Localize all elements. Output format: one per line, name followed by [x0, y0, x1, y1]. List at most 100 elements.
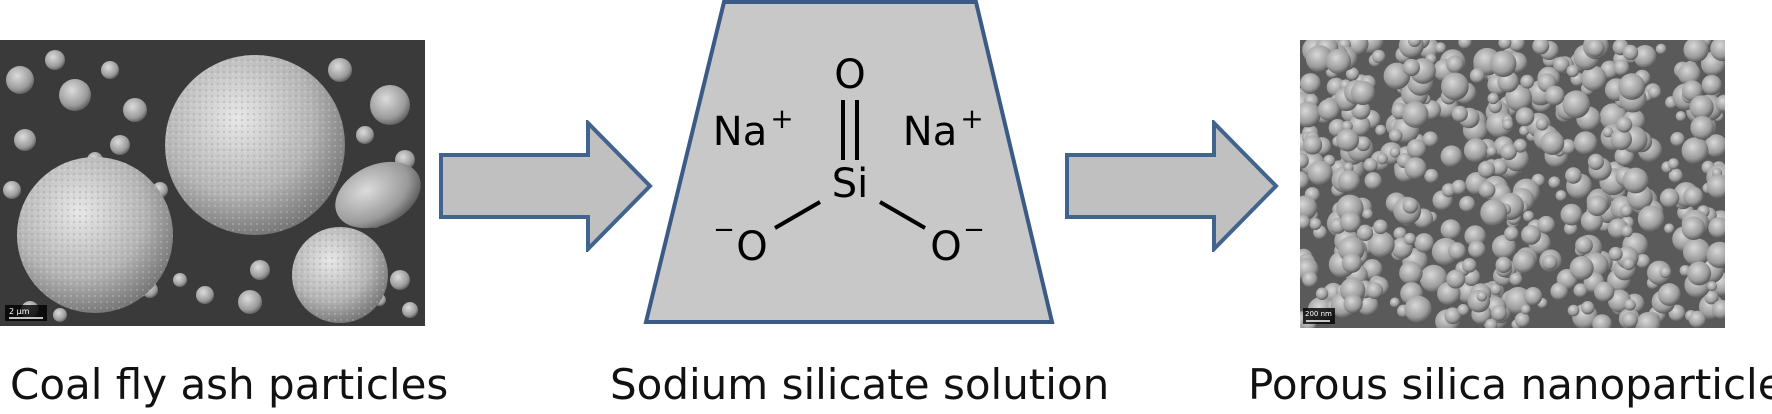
nanoparticle-grain — [1345, 67, 1360, 81]
nanoparticle-grain — [1495, 256, 1512, 273]
nanoparticle-grain — [1537, 215, 1555, 234]
nanoparticle-grain — [1514, 312, 1530, 328]
nanoparticle-grain — [1448, 242, 1466, 260]
nanoparticle-grain — [1462, 258, 1477, 273]
nanoparticle-grain — [1489, 283, 1502, 296]
nanoparticle-grain — [1476, 290, 1488, 302]
nanoparticle-grain — [1364, 172, 1382, 190]
nanoparticle-grain — [1613, 59, 1630, 76]
nanoparticle-grain — [1681, 216, 1706, 240]
nanoparticle-grain — [1515, 107, 1535, 127]
nanoparticle-grain — [1667, 158, 1680, 170]
nanoparticle-grain — [1356, 224, 1374, 241]
nanoparticle-grain — [1422, 131, 1439, 147]
nanoparticle-grain — [1540, 131, 1565, 155]
oxygen-right-charge: − — [963, 215, 985, 245]
nanoparticle-grain — [1389, 147, 1401, 158]
nanoparticle-grain — [1315, 287, 1329, 300]
nanoparticle-grain — [1469, 68, 1485, 84]
nanoparticle-grain — [1708, 217, 1725, 239]
nanoparticle-grain — [1355, 136, 1371, 152]
nanoparticle-grain — [1622, 257, 1635, 271]
nanoparticle-grain — [1407, 40, 1421, 47]
nanoparticle-grain — [1704, 134, 1725, 158]
nanoparticle-grain — [1707, 281, 1717, 292]
nanoparticle-grain — [1480, 199, 1508, 227]
nanoparticle-grain — [1548, 176, 1561, 189]
nanoparticle-grain — [1300, 215, 1311, 230]
fly-ash-sem-image: 2 µm — [0, 40, 425, 326]
nanoparticle-grain — [1648, 85, 1661, 99]
caption-fly-ash: Coal fly ash particles — [10, 360, 449, 409]
nanoparticle-grain — [1602, 126, 1614, 138]
nanoparticle-grain — [1586, 195, 1608, 217]
nanoparticle-grain — [1350, 80, 1375, 105]
nanoparticle-grain — [1302, 271, 1318, 288]
nanoparticle-grain — [1300, 73, 1321, 94]
nanoparticle-grain — [1402, 197, 1419, 214]
sodium-right-charge: + — [960, 102, 983, 135]
oxygen-left-label: O — [736, 224, 767, 270]
nanoparticle-grain — [1440, 219, 1461, 240]
nanoparticle-grain — [1659, 188, 1680, 208]
nanoparticle-grain — [1553, 56, 1570, 73]
nanoparticle-grain — [1508, 40, 1525, 52]
nanoparticle-grain — [1478, 181, 1496, 199]
nanoparticle-grain — [1341, 252, 1362, 273]
nanoparticle-grain — [1389, 297, 1400, 308]
nanoparticle-grain — [1512, 250, 1536, 274]
nanoparticle-grain — [1520, 74, 1535, 89]
nanoparticle-grain — [1446, 55, 1464, 74]
nanoparticle-grain — [1620, 225, 1633, 238]
nanoparticle-grain — [1513, 138, 1528, 153]
nanoparticle-grain — [1610, 128, 1632, 151]
nanoparticle-grain — [1389, 128, 1403, 143]
nanoparticle-grain — [1317, 98, 1340, 121]
nanoparticle-grain — [1307, 160, 1333, 186]
nanoparticle-grain — [1498, 40, 1512, 50]
nanoparticle-grain — [1444, 307, 1462, 325]
nanoparticle-grain — [1424, 168, 1439, 184]
nanoparticle-grain — [1535, 117, 1549, 131]
nanoparticle-grain — [1624, 299, 1636, 311]
nanoparticle-grain — [1715, 94, 1725, 113]
nanoparticle-grain — [1343, 294, 1363, 314]
nanoparticle-grain — [1523, 287, 1543, 306]
silicon-label: Si — [832, 161, 869, 207]
nanoparticle-grain — [1300, 195, 1318, 221]
nanoparticle-grain — [1490, 50, 1517, 77]
nanoparticle-grain — [1683, 238, 1711, 266]
nanoparticle-grain — [1710, 40, 1725, 62]
oxygen-top-label: O — [834, 52, 865, 98]
process-arrow-1 — [439, 120, 653, 252]
oxygen-right-label: O — [930, 224, 961, 270]
nanoparticle-grain — [1491, 305, 1507, 322]
nanoparticle-grain — [1362, 208, 1373, 220]
nanoparticle-grain — [1404, 295, 1432, 323]
nanoparticle-grain — [1504, 226, 1519, 241]
caption-porous-silica: Porous silica nanoparticles — [1248, 360, 1772, 409]
nanoparticle-grain — [1363, 158, 1378, 172]
nanoparticle-grain — [1446, 269, 1466, 289]
nanoparticle-grain — [1587, 153, 1604, 170]
nanoparticle-grain — [1689, 95, 1714, 120]
nanoparticle-grain — [1393, 227, 1407, 240]
nanoparticle-grain — [1459, 196, 1476, 212]
nanoparticle-grain — [1441, 72, 1469, 101]
nanoparticle-grain — [1532, 40, 1550, 55]
nanoparticle-grain — [1451, 179, 1467, 195]
nanoparticle-grain — [1464, 225, 1486, 247]
nanoparticle-grain — [1366, 282, 1383, 299]
nanoparticle-grain — [1668, 168, 1683, 183]
nanoparticle-grain — [1520, 304, 1531, 315]
nanoparticle-grain — [1616, 116, 1633, 133]
nanoparticle-grain — [1300, 152, 1309, 169]
nanoparticle-grain — [1486, 146, 1497, 157]
nanoparticle-grain — [1487, 92, 1499, 105]
nanoparticle-grain — [1451, 105, 1468, 122]
nanoparticle-grain — [1566, 64, 1579, 78]
nanoparticle-grain — [1300, 171, 1310, 190]
nanoparticle-grain — [1376, 153, 1388, 165]
nanoparticle-grain — [1484, 318, 1498, 328]
nanoparticle-grain — [1373, 219, 1388, 235]
